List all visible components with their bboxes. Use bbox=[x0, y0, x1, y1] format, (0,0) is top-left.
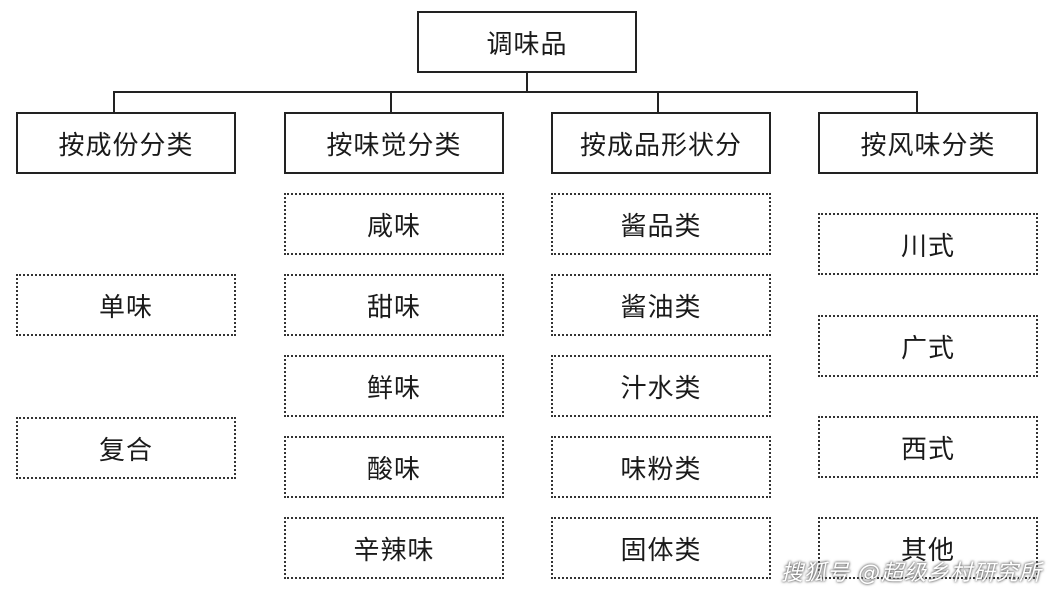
branch-connector-4 bbox=[916, 91, 918, 113]
item-compound: 复合 bbox=[16, 417, 236, 479]
item-cantonese: 广式 bbox=[818, 315, 1038, 377]
item-umami: 鲜味 bbox=[284, 355, 504, 417]
item-liquid: 汁水类 bbox=[551, 355, 771, 417]
branch-bar bbox=[113, 91, 918, 93]
category-by-taste: 按味觉分类 bbox=[284, 112, 504, 174]
category-by-ingredient: 按成份分类 bbox=[16, 112, 236, 174]
watermark: 搜狐号 @超级乡村研究所 bbox=[781, 561, 1042, 586]
branch-connector-1 bbox=[113, 91, 115, 113]
category-by-product-form: 按成品形状分 bbox=[551, 112, 771, 174]
item-paste: 酱品类 bbox=[551, 193, 771, 255]
category-by-flavor-style: 按风味分类 bbox=[818, 112, 1038, 174]
item-sichuan: 川式 bbox=[818, 213, 1038, 275]
item-single-flavor: 单味 bbox=[16, 274, 236, 336]
item-other: 其他 bbox=[818, 517, 1038, 579]
item-soy-sauce: 酱油类 bbox=[551, 274, 771, 336]
item-western: 西式 bbox=[818, 416, 1038, 478]
item-sour: 酸味 bbox=[284, 436, 504, 498]
branch-connector-3 bbox=[657, 91, 659, 113]
item-spicy: 辛辣味 bbox=[284, 517, 504, 579]
item-sweet: 甜味 bbox=[284, 274, 504, 336]
item-salty: 咸味 bbox=[284, 193, 504, 255]
root-connector bbox=[526, 72, 528, 93]
root-node: 调味品 bbox=[417, 11, 637, 73]
item-powder: 味粉类 bbox=[551, 436, 771, 498]
item-solid: 固体类 bbox=[551, 517, 771, 579]
branch-connector-2 bbox=[390, 91, 392, 113]
